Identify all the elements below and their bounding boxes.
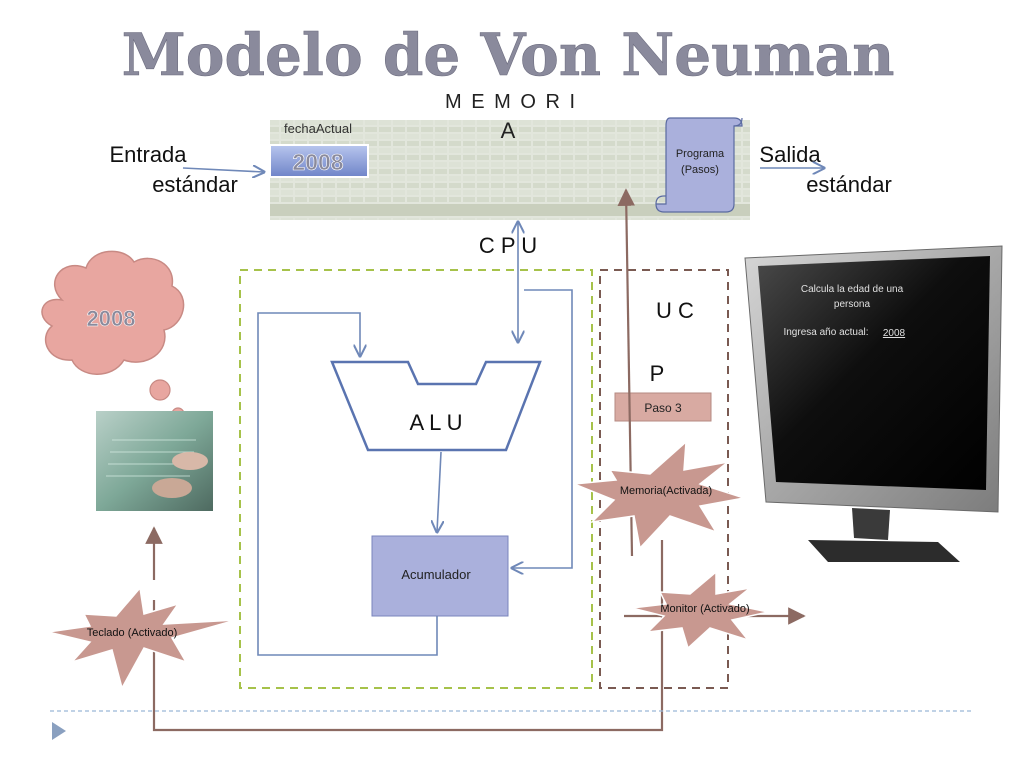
- hand-left: [152, 478, 192, 498]
- alu-unit: [330, 360, 542, 452]
- screen-prompt: Ingresa año actual:: [783, 327, 868, 338]
- monitor-screen: [758, 256, 990, 490]
- output-label: Salida: [759, 142, 821, 167]
- monitor-burst-shape: [631, 570, 769, 650]
- input-arrow: [182, 168, 264, 172]
- output-label-2: estándar: [806, 172, 892, 197]
- control-unit-label: U C: [656, 298, 694, 323]
- keyboard-signal-label: Teclado (Activado): [87, 627, 178, 639]
- monitor-stand: [808, 540, 960, 562]
- monitor-signal-burst: Monitor (Activado): [631, 570, 769, 650]
- variable-name: fechaActual: [284, 121, 352, 136]
- memory-burst-shape: [573, 440, 745, 550]
- monitor: Calcula la edad de una persona Ingresa a…: [744, 245, 1003, 562]
- thought-cloud: 2008: [41, 250, 185, 421]
- accumulator-label: Acumulador: [401, 567, 471, 582]
- input-label: Entrada: [109, 142, 187, 167]
- input-label-2: estándar: [152, 172, 238, 197]
- memory-to-accumulator-path: [512, 289, 573, 568]
- keyboard-signal-burst: Teclado (Activado): [47, 586, 237, 691]
- keyboard-activation-path: [152, 540, 664, 732]
- screen-input-value: 2008: [883, 328, 906, 339]
- monitor-neck: [852, 508, 890, 540]
- cloud-value: 2008: [87, 306, 136, 331]
- cloud-dot-large: [149, 379, 171, 401]
- cpu-label: C P U: [479, 233, 537, 258]
- keyboard-burst-shape: [47, 586, 237, 691]
- control-unit-boundary: [599, 269, 729, 689]
- keyboard-image: [96, 411, 213, 511]
- control-unit-label-tail: P: [650, 361, 665, 386]
- screen-text-line2: persona: [834, 299, 871, 310]
- hand-right: [172, 452, 208, 470]
- cpu-boundary: [239, 269, 593, 689]
- monitor-signal-label: Monitor (Activado): [660, 603, 749, 615]
- ram-contacts: [270, 204, 750, 216]
- alu-to-accumulator-arrow: [437, 451, 441, 532]
- program-steps-label: (Pasos): [681, 164, 719, 176]
- memory-signal-burst: Memoria(Activada): [573, 440, 745, 550]
- screen-text-line1: Calcula la edad de una: [801, 284, 904, 295]
- memory-label-tail: A: [501, 118, 516, 143]
- diagram-title: Modelo de Von Neuman: [122, 21, 895, 89]
- variable-cell: [269, 144, 369, 178]
- memory-signal-label: Memoria(Activada): [620, 485, 712, 497]
- alu-label: A L U: [410, 410, 463, 435]
- cloud-shape: [41, 250, 185, 375]
- current-step-box: [614, 392, 712, 422]
- memory-module: M E M O R I A fechaActual 2008 Programa …: [269, 91, 750, 220]
- nav-arrow-icon[interactable]: [52, 722, 66, 740]
- variable-value: 2008: [292, 149, 343, 175]
- memory-label: M E M O R I: [445, 91, 577, 113]
- accumulator: [371, 535, 509, 617]
- accumulator-feedback-path: [257, 312, 438, 656]
- program-scroll: Programa (Pasos): [655, 117, 743, 213]
- data-paths: [257, 222, 573, 656]
- program-label: Programa: [676, 148, 725, 160]
- current-step-label: Paso 3: [644, 401, 682, 415]
